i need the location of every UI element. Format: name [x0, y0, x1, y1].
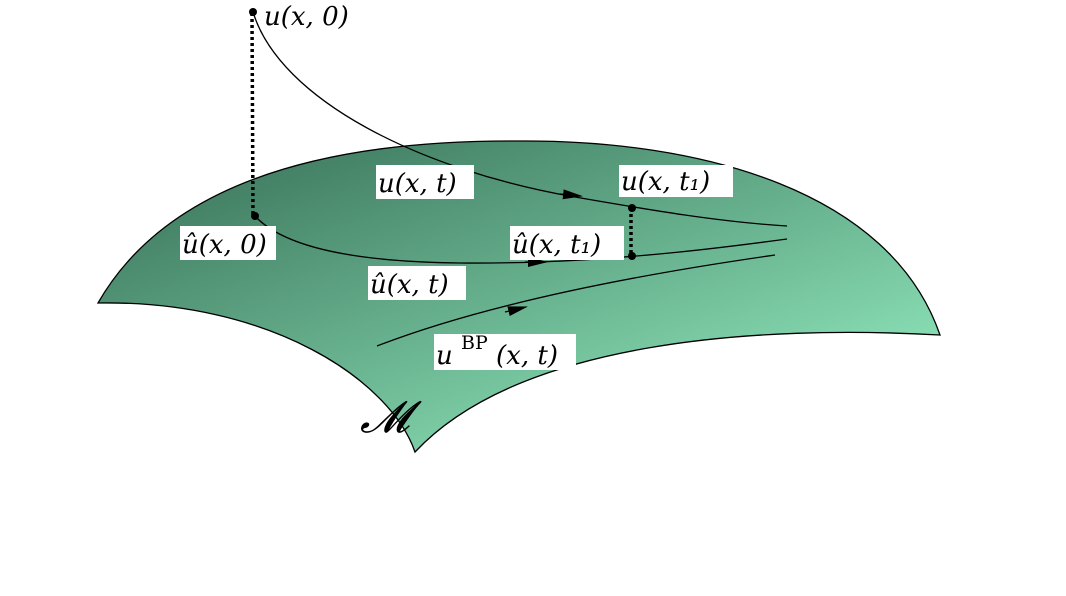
- label-uhat-x-0: û(x, 0): [182, 230, 267, 260]
- label-u-bp: u BP (x, t): [436, 326, 558, 371]
- label-bg-ubp: [434, 334, 576, 370]
- label-bg-uhat-x-t1: [510, 226, 624, 260]
- label-bg-uhat-x-t: [368, 266, 466, 300]
- label-uhat-x-t1: û(x, t₁): [512, 230, 601, 260]
- label-u-x-t: u(x, t): [378, 169, 457, 199]
- label-u-bp-base: u: [436, 341, 453, 371]
- label-bg-uhat-x-0: [180, 226, 276, 260]
- label-uhat-x-t: û(x, t): [370, 270, 449, 300]
- point-u-x-0: [249, 8, 257, 16]
- label-u-bp-superscript: BP: [461, 332, 488, 354]
- manifold-surface: [96, 140, 941, 454]
- trajectory-ubp: [376, 254, 776, 347]
- label-bg-u-x-t: [376, 165, 474, 199]
- point-uhat-x-0: [251, 212, 259, 220]
- arrow-u: [559, 189, 583, 200]
- projection-line-initial: [250, 12, 255, 217]
- arrow-ubp: [504, 306, 528, 317]
- point-u-x-t1: [628, 204, 636, 212]
- label-bg-u-x-t1: [619, 165, 733, 197]
- label-u-x-t1: u(x, t₁): [621, 167, 710, 197]
- label-u-x-0: u(x, 0): [264, 2, 349, 32]
- point-uhat-x-t1: [628, 252, 636, 260]
- label-u-bp-args: (x, t): [496, 341, 558, 371]
- trajectory-u: [252, 11, 788, 227]
